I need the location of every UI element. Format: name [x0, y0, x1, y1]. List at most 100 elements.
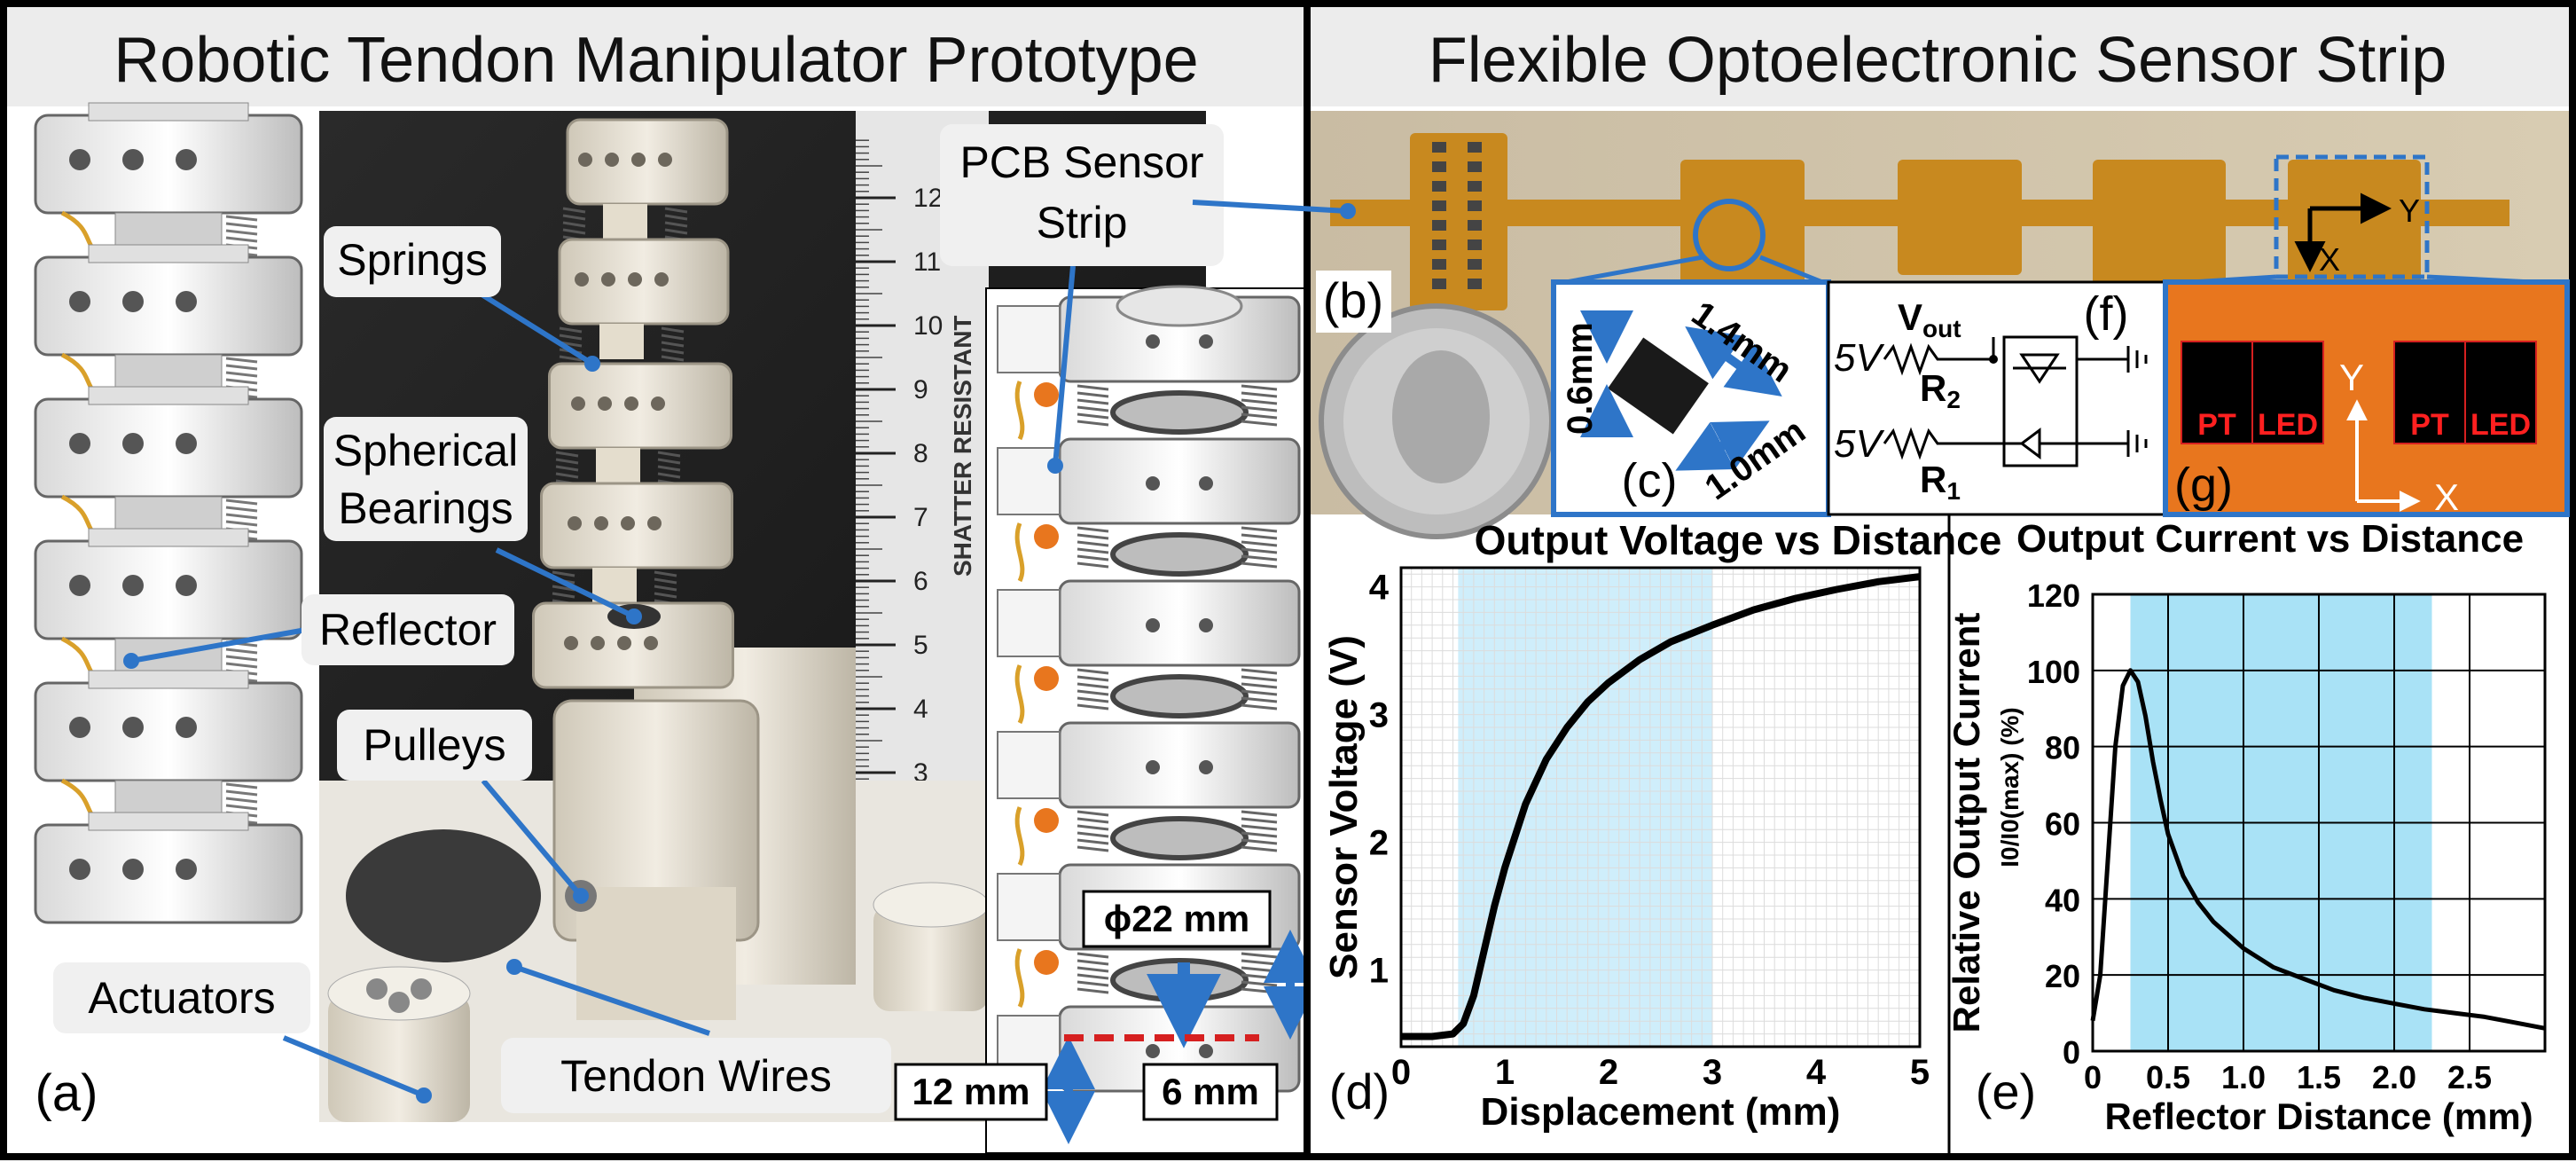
tower-spring-coil	[661, 326, 685, 334]
strip-pad	[1432, 181, 1446, 192]
strip-pad	[1468, 161, 1482, 172]
circuit-supply-top: 5V	[1834, 336, 1884, 380]
cad2-spring-coil	[1077, 405, 1109, 412]
strip-pad	[1432, 279, 1446, 289]
chart-x-tick-label: 2	[1599, 1053, 1618, 1092]
chart-x-tick-label: 1	[1495, 1053, 1515, 1092]
cad-render-left	[27, 102, 319, 945]
cad-ring-top	[88, 812, 249, 831]
layout-label-pt-right: PT	[2410, 408, 2449, 442]
chart-frame	[1399, 566, 1922, 1048]
cad2-spring-coil	[1241, 561, 1278, 569]
chart-data-point	[2272, 966, 2275, 970]
callout-reflector-box	[301, 594, 514, 665]
cad-hole	[176, 859, 197, 880]
label-b-bg	[1316, 271, 1391, 333]
layout-led-left	[2251, 341, 2324, 444]
cad2-spring-coil	[1077, 831, 1109, 838]
cad2-spring-coil	[1241, 526, 1278, 533]
cad-hole	[176, 717, 197, 738]
right-panel: Flexible Optoelectronic Sensor Strip Y X	[1192, 0, 2576, 1160]
panel-label-a: (a)	[35, 1064, 98, 1122]
chart-x-tick-label: 2.5	[2447, 1059, 2492, 1095]
tower-ring-hole	[617, 636, 631, 650]
cad2-spring-coil	[1077, 412, 1109, 420]
tower-ring-hole	[601, 272, 615, 287]
cad2-spring-coil	[1241, 675, 1278, 682]
ruler-tick-label: 5	[913, 631, 928, 660]
tower-spring-coil	[661, 355, 685, 362]
strip-pad	[1432, 142, 1446, 153]
chart-data-point	[1835, 587, 1838, 591]
cad-hole	[69, 433, 90, 454]
callout-bearings-box	[324, 417, 528, 541]
tower-spring-coil	[562, 207, 586, 214]
chart-data-point	[2302, 977, 2306, 980]
ground-symbol-bottom	[2126, 430, 2148, 457]
tower-ring-hole	[624, 396, 638, 411]
callout-reflector: Reflector	[319, 605, 497, 655]
callout-actuators: Actuators	[88, 973, 275, 1023]
cad-spring-coil	[225, 648, 258, 655]
tower-spring-coil	[657, 451, 681, 458]
strip-pad	[1432, 239, 1446, 250]
cad2-spring-coil	[1241, 703, 1278, 711]
tower-ring-hole	[628, 272, 642, 287]
tower-ring-hole	[594, 516, 608, 530]
cad-ring-top	[88, 102, 249, 122]
cad-spring-coil	[225, 655, 258, 662]
actuator-left	[327, 966, 471, 1122]
cad2-hole	[1146, 1044, 1160, 1058]
cad-spring-coil	[225, 371, 258, 378]
tower-spring-coil	[657, 472, 681, 479]
chart-data-point	[1523, 802, 1527, 805]
cad-render-right: ϕ22 mm 12 mm 6 mm	[894, 285, 1317, 1154]
ruler-tick-label: 12	[913, 184, 943, 213]
cad2-spring-coil	[1077, 561, 1109, 569]
callout-pcb-line1: PCB Sensor	[959, 137, 1203, 187]
left-panel: Robotic Tendon Manipulator Prototype 123…	[0, 0, 1317, 1160]
cad-hole	[176, 291, 197, 312]
chart-data-point	[1669, 640, 1672, 644]
tower-spring-coil	[654, 592, 677, 599]
panel-label-f: (f)	[2084, 287, 2129, 341]
circuit-r1: R1	[1920, 459, 1961, 505]
cad-spring-coil	[225, 513, 258, 520]
chart-data-point	[1607, 681, 1610, 685]
callout-springs: Springs	[337, 235, 488, 285]
cad-spring-coil	[225, 229, 258, 236]
right-title-bar	[1311, 7, 2569, 106]
tower-spring-coil	[555, 472, 579, 479]
chart-x-axis-label: Reflector Distance (mm)	[2104, 1095, 2533, 1137]
cad-spring-coil	[225, 357, 258, 364]
cad2-cable	[1014, 948, 1025, 1009]
resistor-r1	[1883, 427, 1995, 460]
cad2-spring-coil	[1077, 554, 1109, 561]
cad2-spring-coil	[1241, 845, 1278, 852]
chart-data-point	[2136, 680, 2140, 684]
chart-data-point	[2483, 1015, 2486, 1018]
cad-spring-coil	[225, 789, 258, 797]
cad2-spring-coil	[1241, 533, 1278, 540]
cad2-spring-coil	[1241, 838, 1278, 845]
chart-y-tick-label: 100	[2027, 654, 2080, 690]
chart-data-point	[2362, 996, 2366, 1000]
cad-hole	[69, 575, 90, 596]
tower-ring-hole	[644, 636, 658, 650]
cad-spring-coil	[225, 782, 258, 789]
strip-pad	[1468, 200, 1482, 211]
cad2-spring-coil	[1077, 420, 1109, 427]
chart-data-point	[2166, 832, 2170, 836]
cad-spring-coil	[225, 222, 258, 229]
cad2-spring-coil	[1241, 554, 1278, 561]
tower-spring-coil	[559, 334, 583, 341]
tower-ring-hole	[564, 636, 578, 650]
cad-spring-coil	[225, 364, 258, 371]
chart-data-point	[1472, 993, 1476, 997]
callouts: Springs Spherical Bearings Reflector Pul…	[53, 124, 1224, 1113]
chart-y-tick-label: 2	[1369, 824, 1389, 863]
circuit-r1-main: R	[1920, 459, 1946, 500]
tower-spring-coil	[664, 221, 688, 228]
chart-data-point	[2099, 973, 2102, 977]
cad2-spring-coil	[1241, 420, 1278, 427]
